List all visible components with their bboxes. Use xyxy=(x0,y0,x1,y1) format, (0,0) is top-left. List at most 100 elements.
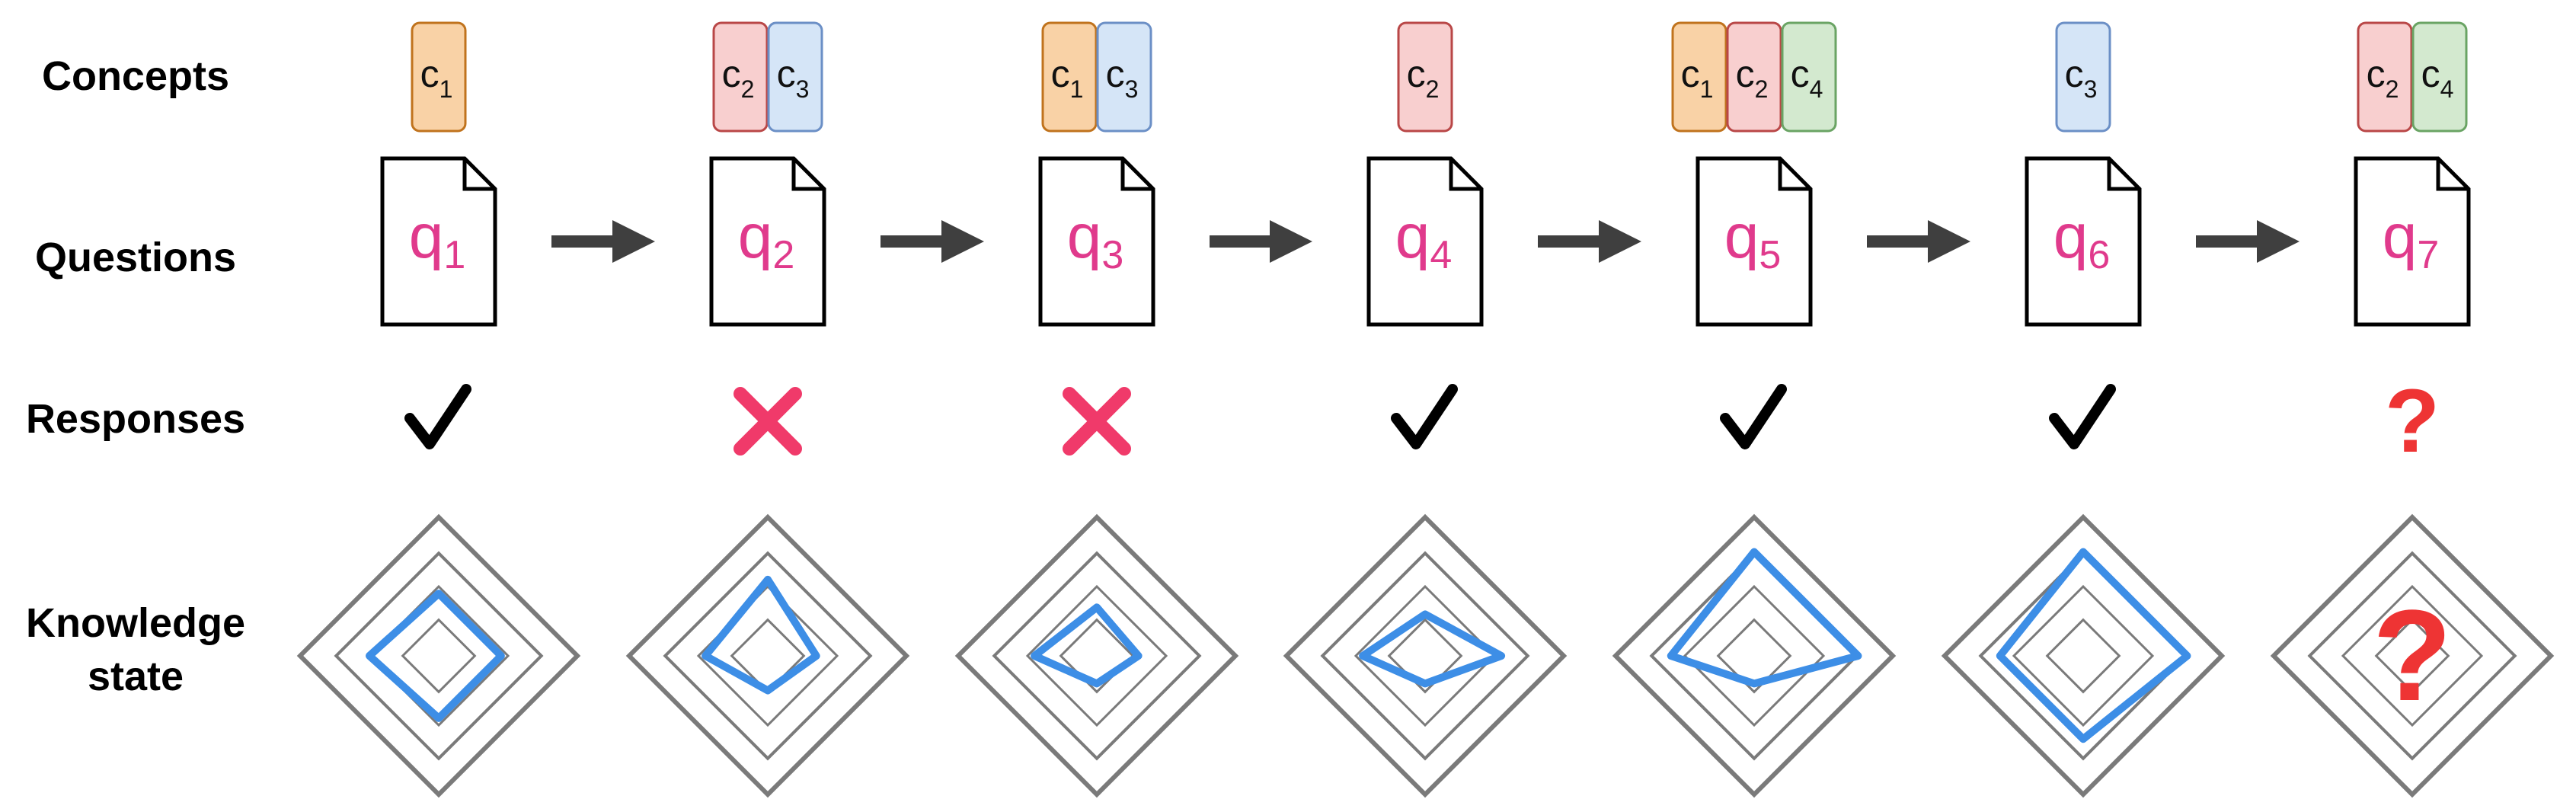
concept-chip-label: c2 xyxy=(1407,53,1440,103)
radar-grid-ring-1 xyxy=(625,513,910,798)
knowledge-polygon xyxy=(1996,548,2191,743)
concept-chip-label-base: c xyxy=(777,53,796,95)
question-label-sub: 3 xyxy=(1101,233,1123,277)
next-arrow-icon xyxy=(1538,220,1641,263)
radar-grid-ring-1 xyxy=(2270,513,2555,798)
row-label-knowledge-line1: Knowledge xyxy=(26,600,245,646)
row-label-responses: Responses xyxy=(26,396,245,442)
question-label-sub: 6 xyxy=(2088,233,2110,277)
concept-chip-label-base: c xyxy=(1051,53,1070,95)
document-fold-icon xyxy=(2436,158,2469,191)
radar-grid-ring-3 xyxy=(1025,584,1168,727)
concept-chip-label-base: c xyxy=(1736,53,1755,95)
concept-chip-c2: c2 xyxy=(1397,21,1453,133)
radar-grid-ring-3 xyxy=(2012,584,2155,727)
document-fold-icon xyxy=(462,158,495,191)
concept-chip-label-base: c xyxy=(1407,53,1426,95)
cross-stroke-b xyxy=(1063,387,1131,456)
question-label: q7 xyxy=(2383,202,2440,277)
question-label-base: q xyxy=(1067,202,1102,271)
question-label-sub: 7 xyxy=(2417,233,2439,277)
concept-chip-label-base: c xyxy=(722,53,741,95)
concept-chip-label-sub: 1 xyxy=(439,75,453,103)
concept-chip-label: c1 xyxy=(1681,53,1714,103)
concept-chip-c2: c2 xyxy=(712,21,769,133)
concept-chip-c1: c1 xyxy=(411,21,467,133)
next-arrow-icon xyxy=(2196,220,2300,263)
cross-stroke-b xyxy=(733,387,802,456)
concept-chip-c3: c3 xyxy=(2055,21,2111,133)
question-label-sub: 5 xyxy=(1759,233,1781,277)
question-label-base: q xyxy=(2053,202,2089,271)
question-label: q2 xyxy=(738,202,795,277)
radar-grid-ring-4 xyxy=(1059,618,1135,694)
question-label-sub: 1 xyxy=(443,233,465,277)
step-4: c2 q4 xyxy=(1283,21,1641,798)
concept-chip-box xyxy=(2411,21,2468,133)
next-arrow-icon xyxy=(551,220,655,263)
concept-chip-label-base: c xyxy=(2367,53,2386,95)
knowledge-radar-7: ? xyxy=(2270,513,2555,798)
concept-chip-c3: c3 xyxy=(767,21,823,133)
concept-chip-label-sub: 3 xyxy=(1125,75,1139,103)
correct-check-icon xyxy=(2049,384,2116,449)
radar-grid-ring-4 xyxy=(730,618,806,694)
document-icon xyxy=(1695,156,1813,327)
concept-chip-box xyxy=(767,21,823,133)
concept-chip-c1: c1 xyxy=(1671,21,1727,133)
radar-grid-ring-1 xyxy=(954,513,1239,798)
question-doc-7: q7 xyxy=(2354,156,2471,327)
step-6: c3 q6 xyxy=(1941,21,2300,798)
correct-check-icon xyxy=(1720,384,1787,449)
concept-chip-label: c3 xyxy=(777,53,810,103)
concept-chip-box xyxy=(1397,21,1453,133)
knowledge-radar-5 xyxy=(1612,513,1897,798)
concept-chip-label-sub: 1 xyxy=(1700,75,1714,103)
document-icon xyxy=(380,156,497,327)
question-doc-6: q6 xyxy=(2025,156,2142,327)
document-fold-icon xyxy=(1120,158,1153,191)
question-label: q1 xyxy=(409,202,466,277)
concept-chip-label: c4 xyxy=(2421,53,2454,103)
document-icon xyxy=(709,156,826,327)
radar-grid-ring-3 xyxy=(367,584,510,727)
concept-chip-label-base: c xyxy=(2065,53,2084,95)
document-fold-icon xyxy=(1778,158,1811,191)
unknown-response-icon: ? xyxy=(2385,371,2440,472)
correct-check-icon xyxy=(1391,384,1458,449)
knowledge-radar-4 xyxy=(1283,513,1568,798)
concept-chip-label-base: c xyxy=(1681,53,1700,95)
radar-grid-ring-4 xyxy=(2045,618,2121,694)
knowledge-radar-1 xyxy=(296,513,581,798)
question-label-base: q xyxy=(1724,202,1759,271)
question-label-base: q xyxy=(409,202,444,271)
concept-chip-label-sub: 2 xyxy=(741,75,755,103)
document-fold-icon xyxy=(2107,158,2140,191)
concept-chip-label-sub: 2 xyxy=(1426,75,1440,103)
concept-chip-c2: c2 xyxy=(2357,21,2413,133)
question-label: q4 xyxy=(1395,202,1453,277)
knowledge-radar-3 xyxy=(954,513,1239,798)
radar-grid-ring-1 xyxy=(1612,513,1897,798)
concept-chip-box xyxy=(2357,21,2413,133)
concept-chip-label-sub: 1 xyxy=(1070,75,1084,103)
concept-chip-c4: c4 xyxy=(1781,21,1837,133)
radar-grid-ring-4 xyxy=(401,618,477,694)
radar-grid-ring-1 xyxy=(1941,513,2226,798)
knowledge-polygon xyxy=(702,575,820,695)
incorrect-cross-icon xyxy=(1063,387,1131,456)
next-arrow-icon xyxy=(1210,220,1312,263)
question-label-base: q xyxy=(738,202,773,271)
radar-grid-ring-1 xyxy=(1283,513,1568,798)
concept-chip-box xyxy=(2055,21,2111,133)
next-arrow-icon xyxy=(881,220,984,263)
radar-grid-ring-2 xyxy=(663,551,873,761)
concept-chip-box xyxy=(1041,21,1098,133)
arrow-head xyxy=(1270,220,1312,263)
concept-chip-label: c1 xyxy=(1051,53,1084,103)
radar-grid-ring-3 xyxy=(1354,584,1497,727)
